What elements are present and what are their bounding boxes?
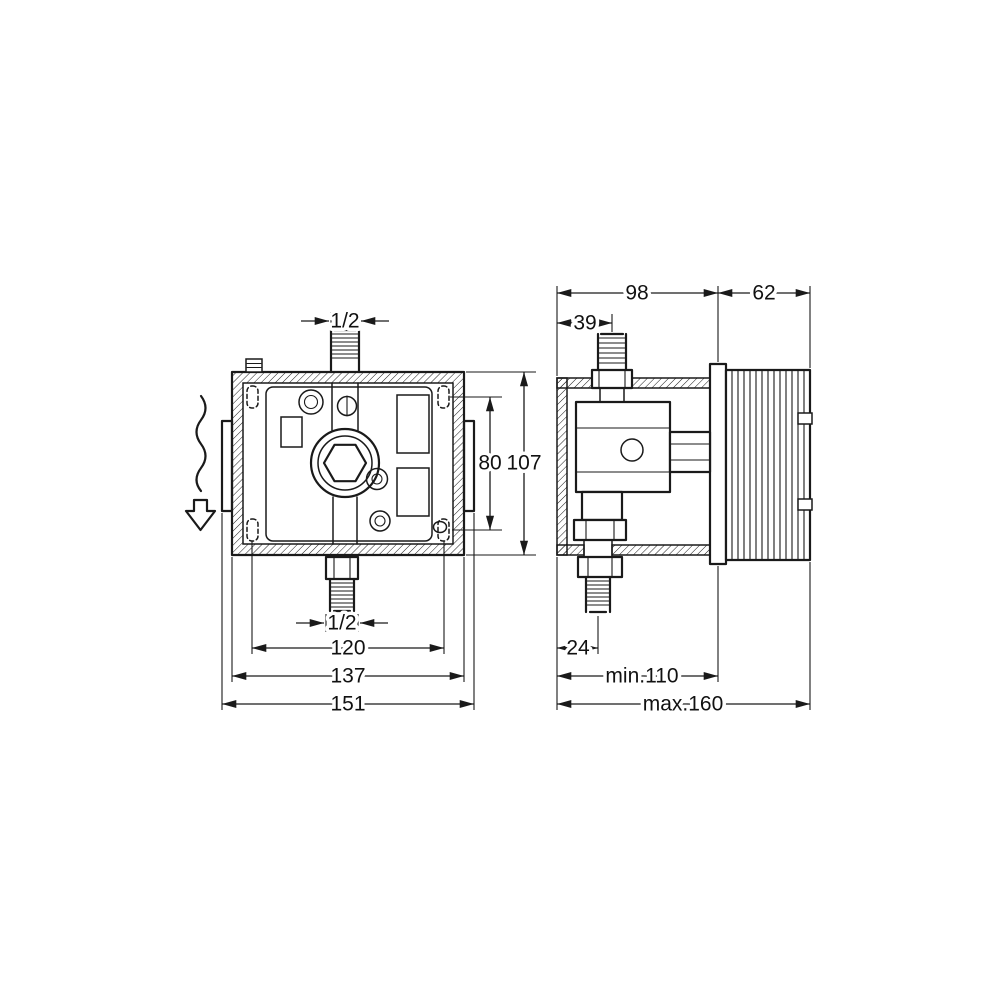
valve-spindle-outer [309,427,381,499]
wall-symbol [184,394,217,532]
dim-front-width-holes: 120 [330,637,365,660]
dim-side-offset-top-thread: 39 [573,312,596,335]
cover-clip-bottom [797,498,813,511]
screw-icon [245,358,263,373]
valve-body-side [572,400,712,558]
dim-side-offset-bottom-thread: 24 [566,637,590,660]
top-thread-front [329,328,361,374]
dim-front-thread-top: 1/2 [330,310,359,333]
front-view: 80 107 1/2 1/2 [184,306,545,719]
valve-stem-to-flange [668,430,712,474]
bellows-cover [724,368,813,562]
hole-top-left [298,389,324,415]
oval-lower-right [432,520,448,534]
dim-side-depth-cover: 62 [752,282,775,305]
bottom-thread-side [576,555,624,614]
front-width-dimensions: 120 137 151 [221,513,475,719]
cover-clip-top [797,412,813,425]
front-bottom-thread-dimension: 1/2 [296,608,388,638]
wall-wavy-line [195,394,207,493]
right-ear [462,419,476,513]
side-top-dimensions: 98 62 39 [556,278,811,376]
dim-side-depth-box: 98 [625,282,648,305]
bottom-thread-front [324,555,360,613]
hole-lower [369,510,391,532]
hole-right [365,467,389,491]
box-outer [230,370,466,557]
box-inner [242,382,454,545]
flange-plate [708,362,728,566]
dim-front-height-body: 107 [506,452,541,475]
mounting-slots [246,385,450,542]
side-bottom-dimensions: 24 min.110 max.160 [556,557,811,719]
valve-body-front [265,382,448,545]
flow-direction-arrow-icon [184,498,217,532]
hex-socket [322,443,368,483]
dim-side-depth-max: max.160 [643,693,724,716]
dim-front-height-holes: 80 [478,452,501,475]
front-top-thread-dimension: 1/2 [301,306,389,336]
dim-front-width-body: 137 [330,665,365,688]
side-view: 98 62 39 24 min.110 max.160 [556,278,813,719]
dim-front-width-overall: 151 [330,693,365,716]
left-ear [220,419,234,513]
dim-front-thread-bottom: 1/2 [327,612,356,635]
front-vertical-dimensions: 80 107 [450,371,545,556]
dim-side-depth-min: min.110 [605,665,678,688]
top-thread-side [590,332,634,403]
